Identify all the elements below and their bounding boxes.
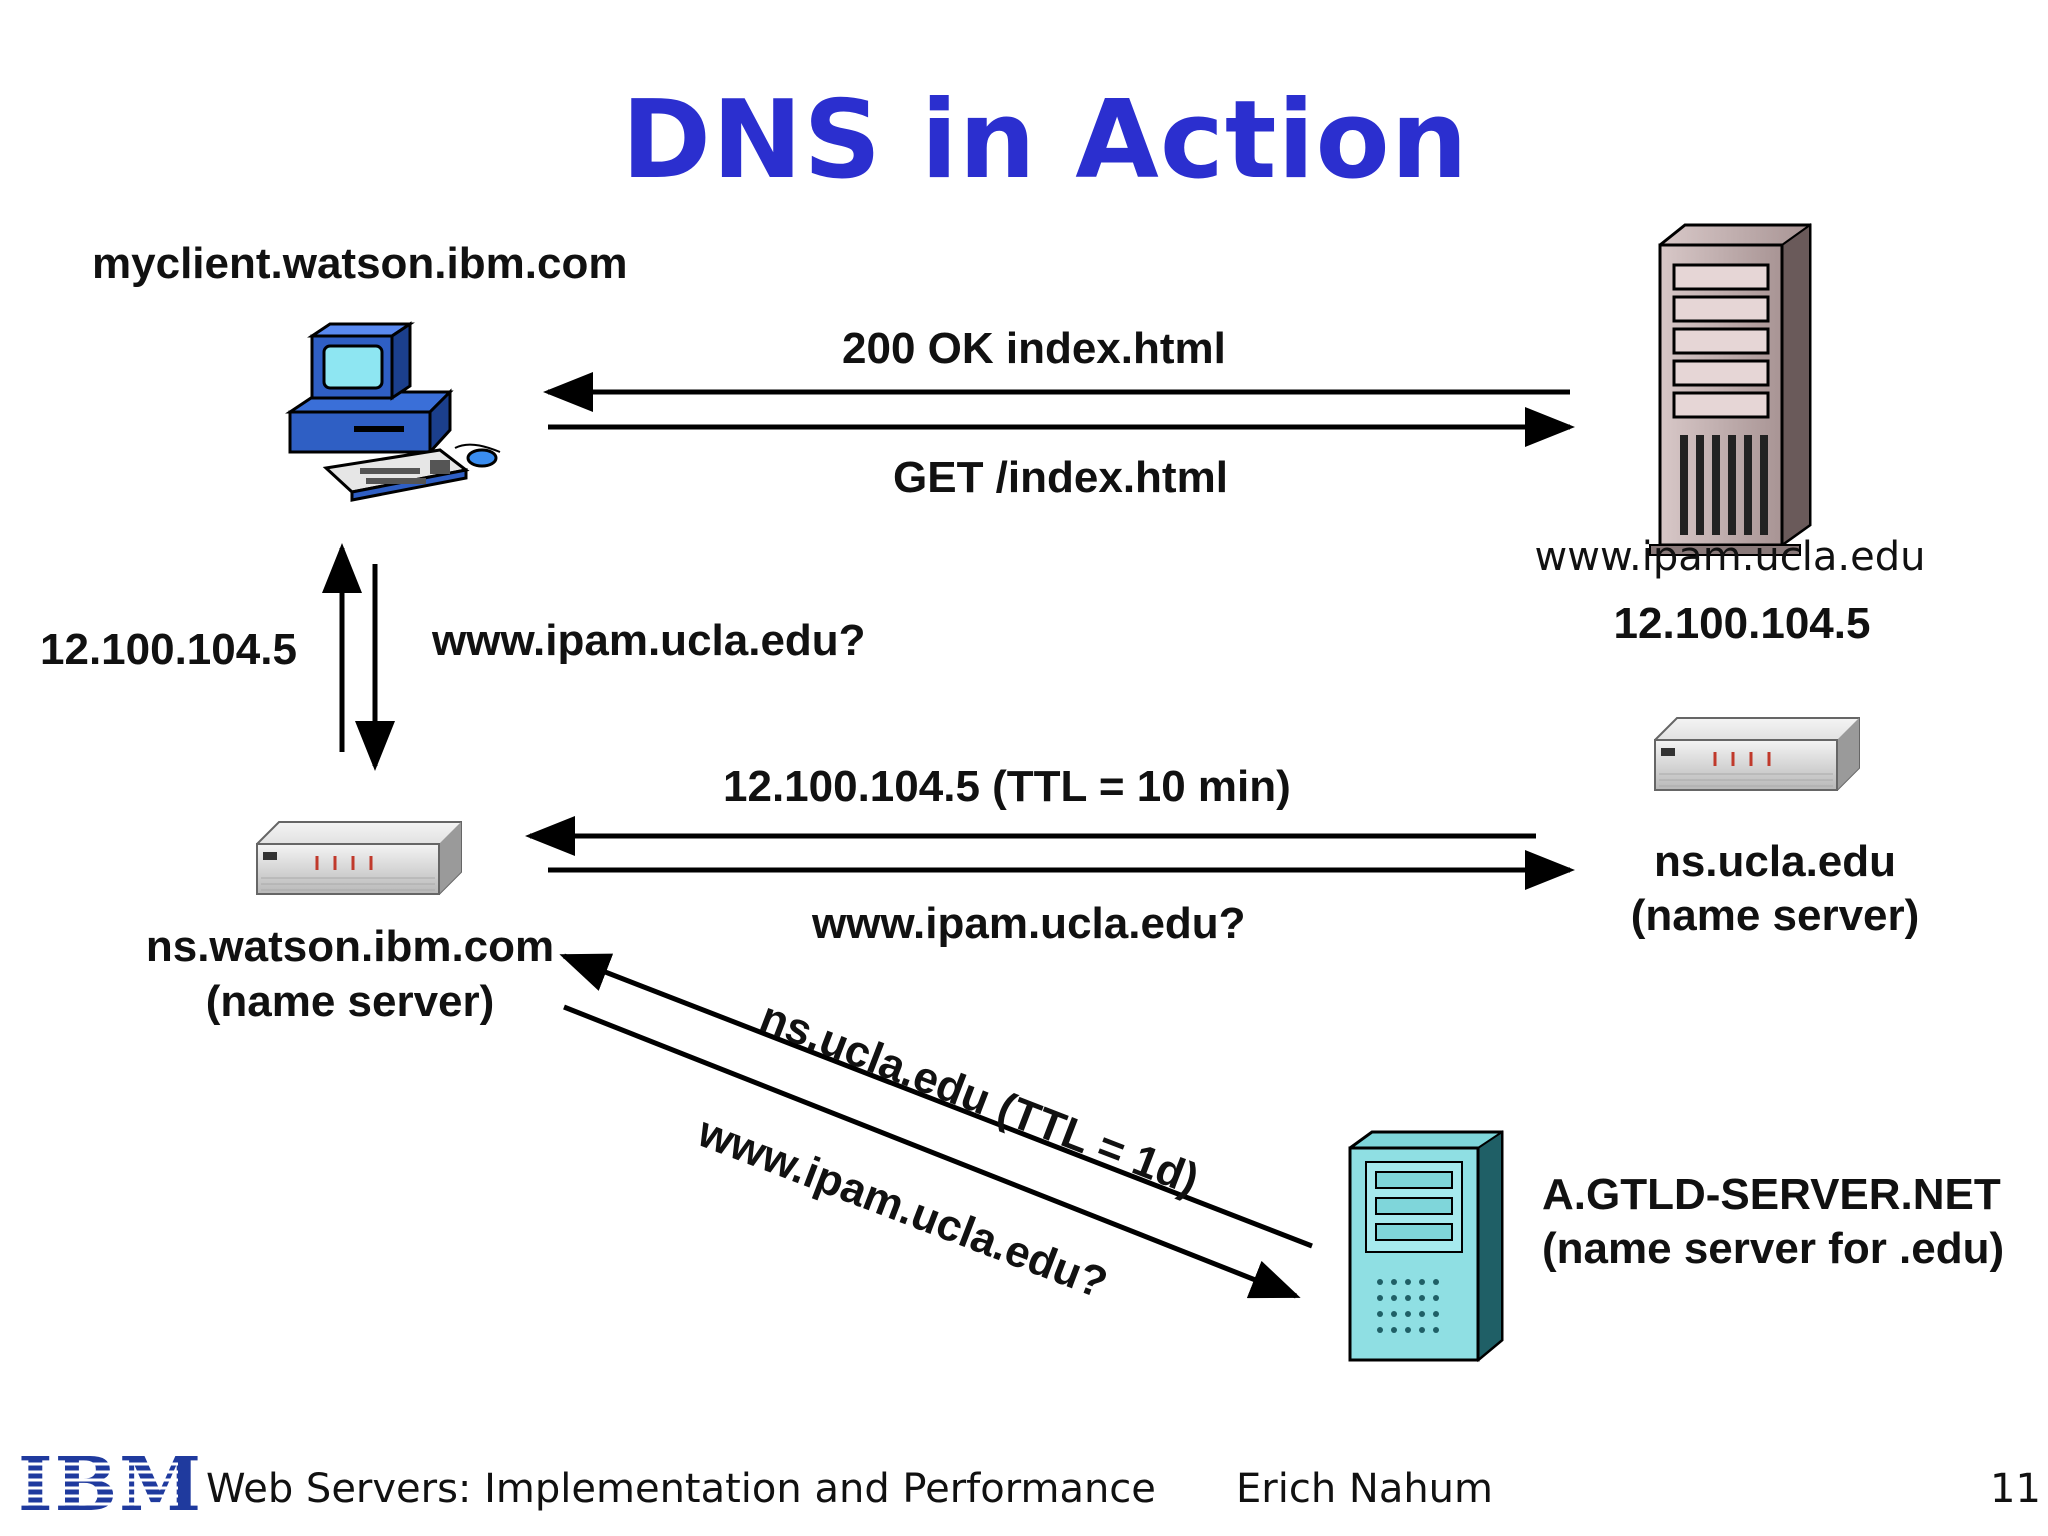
local-ns-role-label: (name server) <box>205 977 495 1026</box>
tower-server-icon <box>1649 223 1812 556</box>
client-query-label: www.ipam.ucla.edu? <box>432 616 866 665</box>
router-icon <box>256 821 462 895</box>
client-answer-label: 12.100.104.5 <box>40 625 297 674</box>
footer-course-title: Web Servers: Implementation and Performa… <box>206 1466 1156 1512</box>
footer-author: Erich Nahum <box>1236 1466 1493 1512</box>
gtld-hostname-label: A.GTLD-SERVER.NET <box>1542 1170 2001 1219</box>
ucla-ns-hostname-label: ns.ucla.edu <box>1653 837 1897 886</box>
http-response-label: 200 OK index.html <box>842 324 1226 373</box>
ucla-query-label: www.ipam.ucla.edu? <box>812 899 1246 948</box>
slide-title: DNS in Action <box>621 78 1469 203</box>
ibm-logo: IBM <box>18 1442 203 1528</box>
client-hostname-label: myclient.watson.ibm.com <box>92 239 628 288</box>
desktop-computer-icon <box>285 321 501 502</box>
cyan-server-icon <box>1348 1130 1504 1363</box>
ucla-ns-role-label: (name server) <box>1630 891 1920 940</box>
arrow-gtld-query <box>563 1004 1301 1299</box>
web-server-hostname-label: www.ipam.ucla.edu <box>1534 534 1926 580</box>
footer-page-number: 11 <box>1990 1466 2041 1512</box>
web-server-ip-label: 12.100.104.5 <box>1613 599 1871 648</box>
arrow-gtld-answer <box>559 953 1313 1249</box>
local-ns-hostname-label: ns.watson.ibm.com <box>145 922 555 971</box>
ucla-answer-label: 12.100.104.5 (TTL = 10 min) <box>723 762 1291 811</box>
router-icon <box>1654 717 1860 791</box>
svg-text:IBM: IBM <box>18 1442 203 1528</box>
gtld-role-label: (name server for .edu) <box>1542 1224 2005 1273</box>
http-request-label: GET /index.html <box>893 453 1228 502</box>
